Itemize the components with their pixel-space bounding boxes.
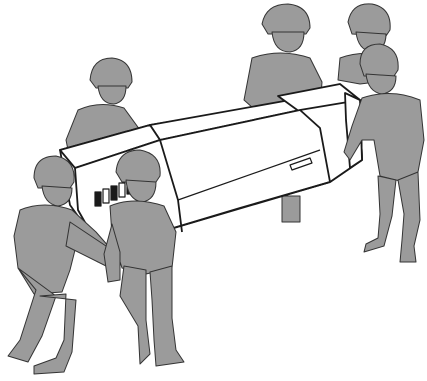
person-back-center-legs <box>282 196 300 222</box>
cartridge-slot <box>103 189 109 203</box>
person-front-right-leg-left <box>364 176 396 252</box>
cartridge-slot <box>95 192 101 206</box>
person-front-right-head <box>366 74 396 94</box>
person-back-left-helmet <box>90 58 132 88</box>
person-front-left-head <box>42 186 72 206</box>
cartridge-slot <box>111 186 117 200</box>
person-back-right-helmet <box>348 4 390 36</box>
cartridge-slot <box>119 183 125 197</box>
person-front-right-leg-right <box>398 172 420 262</box>
person-back-center-helmet <box>262 4 310 34</box>
person-front-center-leg-left <box>120 266 150 364</box>
person-back-center-head <box>272 32 304 52</box>
person-back-left-head <box>98 86 126 104</box>
person-front-right-helmet <box>360 44 398 76</box>
person-front-center-leg-right <box>150 266 184 366</box>
